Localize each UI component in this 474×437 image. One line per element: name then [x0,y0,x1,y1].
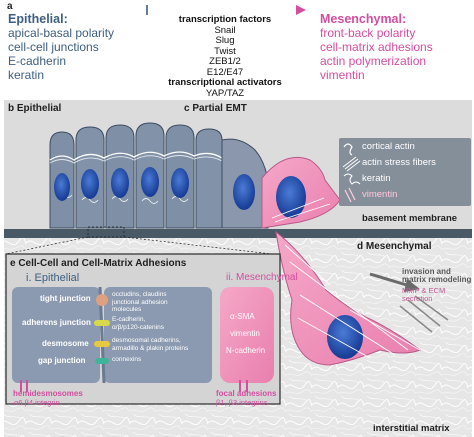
invasion-sub: MMP & ECM secretion [402,286,446,303]
junction-name: adherens junction [22,318,91,327]
panel-d-label: d Mesenchymal [357,241,432,252]
mesenchymal-item: front-back polarity [320,26,416,40]
ta-header: transcriptional activators [168,77,282,88]
junction-name: gap junction [38,356,86,365]
cortical-actin-icon [343,143,353,156]
mesenchymal-marker: vimentin [230,329,260,338]
focal-adhesions-desc: β1, β3 integrins [216,398,268,407]
tf-header: transcription factors [178,14,272,25]
panel-e-box [5,253,281,405]
basement-membrane-band [4,229,472,238]
epithelial-item: cell-cell junctions [8,40,99,54]
ta-item: YAP/TAZ [205,87,245,99]
vimentin-icon [344,187,356,203]
stress-fibers-icon [342,156,361,172]
junction-name: tight junction [40,294,91,303]
junction-desc: desmosomal cadherins, armadillo & plakin… [112,337,189,352]
interstitial-matrix-label: interstitial matrix [373,423,450,434]
panel-b-label: b Epithelial [8,103,62,114]
epithelial-item: E-cadherin [8,54,67,68]
tf-item: E12/E47 [206,66,244,78]
legend-label: actin stress fibers [362,157,436,168]
epithelial-cells [49,122,223,229]
junction-desc: E-cadherin, α/β/p120-catenins [112,316,164,331]
invasion-arrow [369,272,449,333]
legend-label: cortical actin [362,141,415,152]
hemidesmosomes-desc: α6 β4 integrin [14,398,60,407]
mesenchymal-item: vimentin [320,68,365,82]
tf-item: Slug [215,35,235,46]
panel-e-title: e Cell-Cell and Cell-Matrix Adhesions [10,258,187,269]
invasion-title: invasion and matrix remodeling [402,267,472,285]
mesenchymal-marker: α-SMA [230,312,255,321]
focal-adhesions-label: focal adhesions [216,389,277,398]
partial-emt-cells [221,138,341,229]
junction-desc: occludins, claudins junctional adhesion … [112,291,168,313]
panel-e-epithelial-header: i. Epithelial [26,272,80,284]
panel-e-mesenchymal-header: ii. Mesenchymal [226,272,298,283]
tf-item: Snail [214,24,236,36]
tf-item: ZEB1/2 [209,56,241,67]
regulators-list: transcription factors Snail Slug Twist Z… [160,14,290,99]
mesenchymal-marker: N-cadherin [226,346,266,355]
epithelial-item: apical-basal polarity [8,26,115,40]
emt-direction-arrow [146,5,306,15]
junction-desc: connexins [112,356,142,363]
mesenchymal-item: cell-matrix adhesions [320,40,433,54]
tf-item: Twist [214,45,236,57]
basement-membrane-label: basement membrane [362,213,458,224]
keratin-icon [343,173,361,185]
zoom-region [87,226,125,238]
hemidesmosomes-label: hemidesmosomes [13,389,83,398]
legend-label: vimentin [362,189,398,200]
panel-c-label: c Partial EMT [184,103,247,114]
epithelial-item: keratin [8,68,45,82]
junction-name: desmosome [42,339,89,348]
legend-box [339,138,471,206]
mesenchymal-item: actin polymerization [320,54,427,68]
mesenchymal-cell [275,230,422,366]
mesenchymal-title: Mesenchymal: [320,12,407,26]
epithelial-title: Epithelial: [8,12,68,26]
legend-label: keratin [362,173,391,184]
panel-a-letter: a [7,1,13,12]
